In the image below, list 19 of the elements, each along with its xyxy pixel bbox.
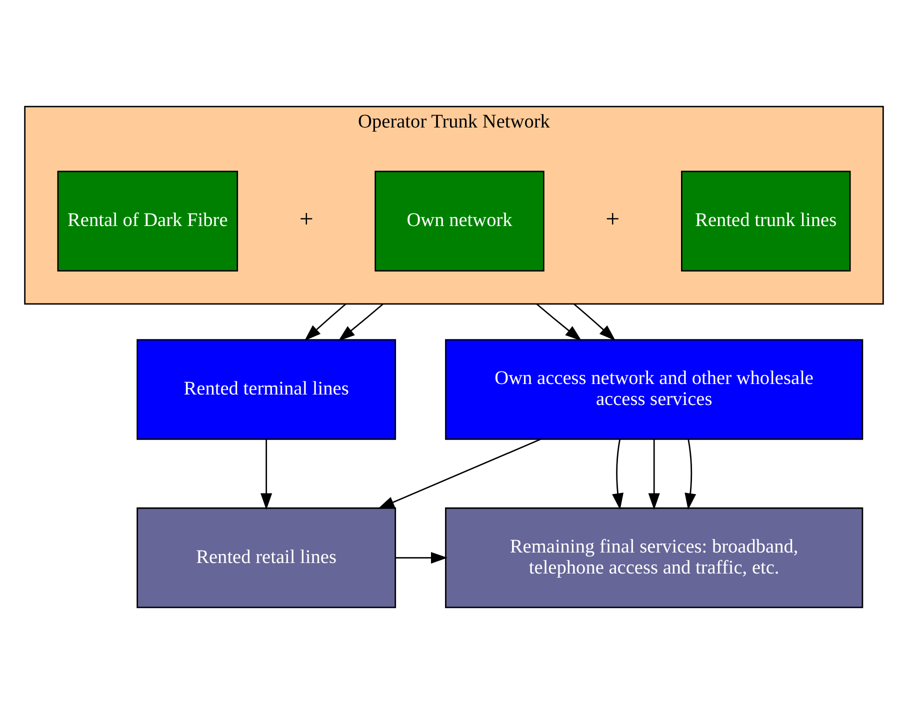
arrow	[395, 552, 448, 564]
node-box: Rented retail lines	[136, 506, 396, 608]
label: +	[606, 206, 620, 233]
node-box: Own network	[374, 170, 544, 271]
node-box: Rented terminal lines	[136, 338, 396, 440]
arrow	[338, 302, 384, 340]
label: +	[299, 206, 314, 233]
arrow	[612, 438, 624, 510]
arrow	[648, 438, 660, 510]
arrow	[573, 302, 616, 340]
arrow	[260, 438, 272, 510]
arrow	[304, 302, 346, 340]
node-box: Own access network and other wholesale access services	[445, 338, 864, 440]
arrow	[684, 438, 696, 510]
node-box: Rented trunk lines	[681, 170, 851, 271]
arrow	[536, 302, 582, 340]
node-box: Rental of Dark Fibre	[57, 170, 238, 271]
arrow	[378, 438, 542, 508]
node-box: Remaining final services: broadband, telephone access and traffic, etc.	[445, 506, 864, 608]
